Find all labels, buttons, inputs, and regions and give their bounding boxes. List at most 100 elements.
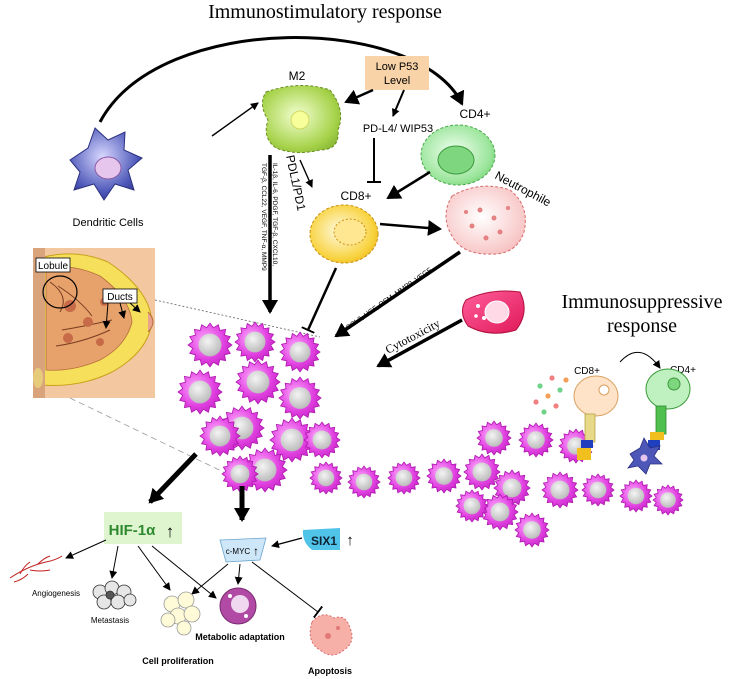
tumor-cell	[481, 493, 519, 531]
tumor-cell-nucleus	[490, 502, 510, 522]
tumor-cell-nucleus	[289, 387, 311, 409]
angiogenesis-vessels	[9, 555, 63, 583]
neutrophile-cell	[445, 185, 526, 255]
tumor-cell-nucleus	[627, 487, 645, 505]
zoom-line-upper	[154, 299, 321, 338]
label-hif: HIF-1α	[109, 522, 157, 539]
tumor-cell	[493, 469, 531, 507]
tumor-cell-nucleus	[230, 464, 250, 484]
tumor-cell	[455, 489, 489, 523]
label-angiogenesis: Angiogenesis	[32, 589, 80, 598]
arrow-cd4-to-small-cd8	[619, 352, 661, 369]
tumor-cell	[309, 461, 343, 495]
lobule-label-box	[35, 257, 71, 273]
hif-up-arrow: ↑	[166, 522, 175, 541]
arrow-p53-to-m2	[344, 88, 374, 105]
tumor-cell	[279, 331, 321, 373]
tumor-cell-nucleus	[209, 425, 231, 447]
tumor-cell	[476, 420, 512, 456]
tumor-cell	[187, 322, 233, 368]
label-metastasis: Metastasis	[91, 616, 129, 625]
tumor-cell-nucleus	[523, 521, 541, 539]
ducts-pointer-1	[102, 302, 111, 329]
label-m2: M2	[289, 69, 306, 83]
arrow-cd8-to-neutrophile	[379, 220, 442, 236]
tumor-cell-nucleus	[188, 380, 212, 404]
label-pdl1-pd1: PDL1/PD1	[283, 154, 309, 213]
m2-factors-line1: IL-1β, IL-6, PDGF, TGF-β, CXCL10,	[271, 163, 278, 266]
title-immunosuppressive-line1: Immunosuppressive	[561, 291, 722, 313]
arrow-cmyc-to-metabolic	[234, 563, 243, 585]
six1-up-arrow: ↑	[346, 532, 354, 549]
small-cd4-cell	[645, 368, 691, 450]
tumor-cell-nucleus	[289, 341, 311, 363]
title-immunostimulatory: Immunostimulatory response	[208, 1, 442, 23]
cell-proliferation-cells	[160, 591, 201, 636]
tumor-cell-nucleus	[463, 497, 481, 515]
tumor-cell	[514, 512, 550, 548]
hif-box	[104, 512, 182, 544]
cmyc-box	[219, 537, 267, 563]
low-p53-line2: Level	[384, 75, 410, 87]
tumor-cell	[303, 421, 341, 459]
inhibit-cd8-tumor	[301, 267, 338, 334]
neutrophil-factors: CCL2, HGF, OSM, MMP9, VEGF	[345, 267, 433, 332]
label-small-cd4: CD4+	[670, 365, 696, 376]
tumor-cell	[518, 422, 554, 458]
arrow-hif-to-angiogenesis	[65, 539, 107, 559]
tumor-cell	[177, 369, 223, 415]
cd8-cell	[309, 204, 379, 264]
arrow-cytotoxicity	[376, 318, 463, 368]
ducts-pointer-2	[118, 302, 127, 319]
cd4-cell	[420, 124, 496, 186]
arrow-m2-to-cd8	[299, 159, 313, 188]
arrow-p53-to-pdl4	[392, 89, 405, 117]
tumor-cell	[278, 376, 322, 420]
tumor-cell	[235, 359, 281, 405]
m2-factors-line2: TGF-β, CCL22, VEGF, TNF-α, MMP9	[260, 163, 267, 271]
label-small-cd8: CD8+	[574, 366, 600, 377]
tumor-cell	[234, 321, 276, 363]
six1-box	[302, 528, 340, 550]
tumor-cell-nucleus	[246, 370, 270, 394]
zoom-line-lower	[69, 397, 241, 481]
tumor-cell	[463, 453, 501, 491]
tumor-cell	[347, 465, 381, 499]
label-dendritic-cells: Dendritic Cells	[73, 217, 144, 229]
arrow-six1-to-cmyc	[271, 537, 303, 549]
tumor-cell-cluster	[177, 321, 684, 548]
cytotoxic-pink-cell	[462, 290, 525, 334]
arrow-tumor-to-hif	[148, 452, 198, 504]
tumor-cell-nucleus	[317, 469, 335, 487]
label-lobule: Lobule	[38, 261, 68, 272]
m2-macrophage	[262, 84, 342, 154]
small-cd8-cell	[573, 375, 619, 460]
label-metabolic-adaptation: Metabolic adaptation	[195, 632, 285, 642]
inhibit-cmyc-apoptosis	[251, 561, 324, 619]
tumor-cell	[199, 415, 241, 457]
tumor-cell-nucleus	[280, 428, 304, 452]
tumor-cell	[619, 479, 653, 513]
label-cmyc: c-MYC	[226, 547, 251, 556]
tumor-cell-nucleus	[435, 467, 453, 485]
low-p53-box	[365, 56, 429, 90]
tumor-cell	[581, 473, 615, 507]
label-six1: SIX1	[311, 534, 337, 548]
tumor-cell-nucleus	[550, 480, 570, 500]
label-apoptosis: Apoptosis	[308, 666, 352, 676]
arrow-neutrophile-to-tumor	[334, 250, 461, 338]
tumor-cell-nucleus	[244, 331, 266, 353]
arrow-cd4-to-cd8	[386, 170, 431, 200]
tumor-cell	[652, 484, 684, 516]
cytokine-dots	[533, 375, 569, 415]
arrow-hif-to-metastasis	[109, 545, 119, 579]
tumor-cell	[426, 458, 462, 494]
low-p53-line1: Low P53	[376, 61, 419, 73]
tumor-cell-nucleus	[355, 473, 373, 491]
tumor-cell-nucleus	[198, 333, 222, 357]
tumor-cell	[387, 461, 421, 495]
label-cd8: CD8+	[340, 189, 371, 203]
arc-dc-to-cd4	[98, 36, 465, 123]
tumor-cell-nucleus	[485, 429, 503, 447]
